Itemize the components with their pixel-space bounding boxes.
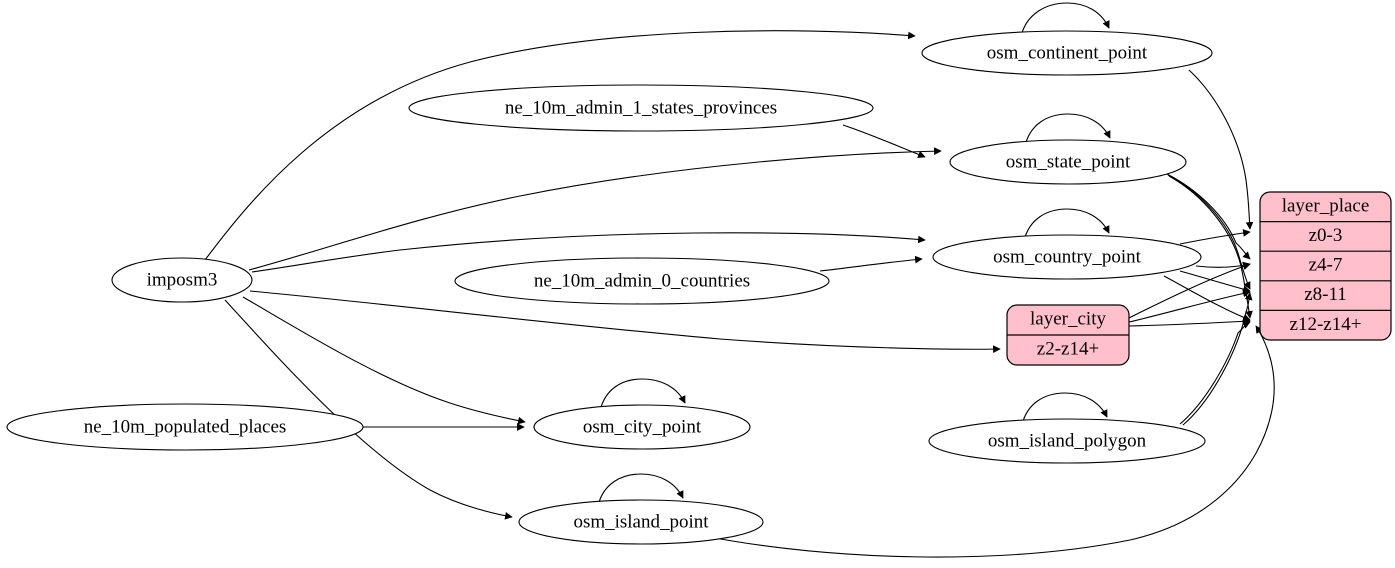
node-osm_country_point-shape[interactable]	[932, 234, 1202, 280]
node-osm_city_point-shape[interactable]	[533, 404, 751, 450]
edge-ne_countries-to-osm_country_point	[819, 255, 923, 272]
edge-imposm3-to-layer_city	[249, 290, 1001, 353]
node-ne_10m_populated_places-label: ne_10m_populated_places	[84, 416, 287, 437]
edge-imposm3-to-osm_state_point	[248, 147, 942, 271]
node-osm_city_point-label: osm_city_point	[583, 416, 702, 437]
node-osm_state_point-shape[interactable]	[949, 139, 1187, 185]
node-osm_state_point[interactable]: osm_state_point	[949, 139, 1187, 185]
node-imposm3[interactable]: imposm3	[111, 257, 253, 303]
edge-self-osm_island_point	[597, 473, 684, 507]
record-layer_place-row-z4-7[interactable]: z4-7	[1309, 255, 1343, 276]
record-layer_place-title: layer_place	[1282, 195, 1370, 216]
record-layer_city-row-z2-z14[interactable]: z2-z14+	[1037, 338, 1099, 359]
edge-layer_city-to-layer_place-z12-z14+	[1128, 317, 1251, 327]
edge-osm_country_point-to-layer_place-z12-z14+	[1163, 275, 1251, 322]
edge-osm_island_polygon-to-layer_place-z8-11	[1182, 292, 1253, 426]
edge-imposm3-to-osm_city_point	[242, 296, 526, 425]
edge-osm_island_point-to-layer_place-z12-z14+	[709, 325, 1275, 558]
node-ne_10m_admin_0_countries-shape[interactable]	[454, 257, 830, 305]
node-osm_island_point-label: osm_island_point	[573, 511, 709, 532]
record-layer_place-body[interactable]	[1259, 191, 1392, 341]
node-ne_10m_populated_places[interactable]: ne_10m_populated_places	[6, 403, 364, 451]
node-layer: imposm3 ne_10m_admin_1_states_provinces …	[6, 30, 1213, 545]
record-layer_place-row-z12-z14[interactable]: z12-z14+	[1290, 314, 1362, 335]
node-osm_continent_point[interactable]: osm_continent_point	[921, 30, 1213, 76]
edge-self-osm_country_point	[1023, 208, 1110, 242]
node-osm_country_point-label: osm_country_point	[993, 246, 1141, 267]
node-osm_island_polygon-shape[interactable]	[928, 418, 1206, 464]
edge-self-osm_city_point	[599, 378, 686, 412]
edge-osm_state_point-to-layer_place-z12-z14+	[1168, 175, 1253, 319]
node-osm_island_polygon-label: osm_island_polygon	[988, 430, 1147, 451]
record-layer_place-row-z0-3[interactable]: z0-3	[1309, 225, 1343, 246]
record-layer_city[interactable]: layer_city z2-z14+	[1006, 304, 1130, 366]
record-layer_city-title: layer_city	[1030, 308, 1106, 329]
node-ne_10m_admin_0_countries-label: ne_10m_admin_0_countries	[534, 270, 750, 291]
edge-imposm3-to-osm_country_point	[251, 232, 926, 273]
edge-imposm3-to-osm_continent_point	[204, 30, 916, 261]
edge-ne_states-to-osm_state_point	[842, 124, 926, 159]
node-osm_island_point-shape[interactable]	[518, 499, 764, 545]
edge-osm_country_point-to-layer_place-z0-3	[1179, 229, 1251, 245]
node-ne_10m_admin_1_states_provinces[interactable]: ne_10m_admin_1_states_provinces	[408, 84, 874, 132]
node-osm_continent_point-shape[interactable]	[921, 30, 1213, 76]
record-layer_place[interactable]: layer_place z0-3 z4-7 z8-11 z12-z14+	[1259, 191, 1392, 341]
node-imposm3-shape[interactable]	[111, 257, 253, 303]
node-osm_state_point-label: osm_state_point	[1006, 151, 1131, 172]
node-osm_country_point[interactable]: osm_country_point	[932, 234, 1202, 280]
edge-self-osm_continent_point	[1020, 2, 1110, 37]
edge-self-osm_state_point	[1024, 113, 1111, 147]
node-imposm3-label: imposm3	[147, 269, 218, 290]
node-ne_10m_admin_1_states_provinces-label: ne_10m_admin_1_states_provinces	[505, 97, 777, 118]
node-ne_10m_admin_0_countries[interactable]: ne_10m_admin_0_countries	[454, 257, 830, 305]
record-layer: layer_city z2-z14+ layer_place z0-3 z4-7…	[1006, 191, 1392, 366]
edge-osm_country_point-to-layer_place-z8-11	[1179, 270, 1251, 293]
node-osm_city_point[interactable]: osm_city_point	[533, 404, 751, 450]
edge-osm_island_polygon-to-layer_place-z12-z14+	[1179, 321, 1251, 425]
record-layer_place-row-z8-11[interactable]: z8-11	[1304, 284, 1347, 305]
edge-imposm3-to-osm_island_point	[224, 299, 513, 520]
edge-layer_city-to-layer_place-z8-11	[1128, 289, 1251, 323]
edge-osm_continent_point-to-layer_place-z0-3	[1188, 69, 1254, 230]
edge-osm_state_point-to-layer_place-z8-11	[1167, 174, 1251, 290]
node-ne_10m_admin_1_states_provinces-shape[interactable]	[408, 84, 874, 132]
node-ne_10m_populated_places-shape[interactable]	[6, 403, 364, 451]
edge-osm_state_point-to-layer_place-z4-7	[1166, 173, 1251, 260]
node-osm_island_polygon[interactable]: osm_island_polygon	[928, 418, 1206, 464]
edge-self-osm_island_polygon	[1021, 392, 1108, 426]
node-osm_island_point[interactable]: osm_island_point	[518, 499, 764, 545]
edge-layer	[204, 2, 1275, 558]
node-osm_continent_point-label: osm_continent_point	[987, 42, 1148, 63]
edge-layer_city-to-layer_place-z4-7	[1128, 262, 1251, 319]
